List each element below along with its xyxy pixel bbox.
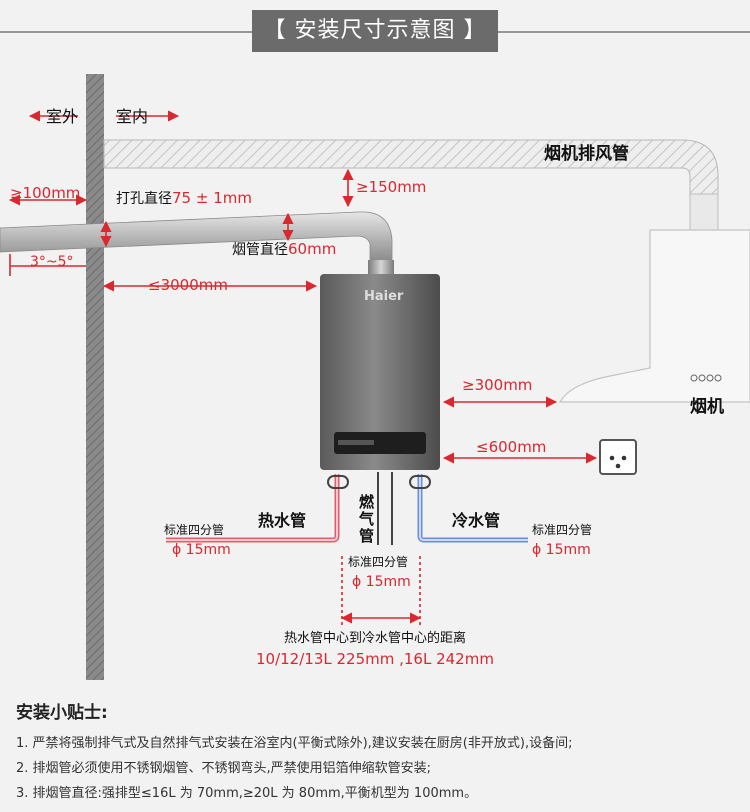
installation-tips: 安装小贴士: 1. 严禁将强制排气式及自然排气式安装在浴室内(平衡式除外),建议…: [16, 698, 741, 806]
tip-item: 1. 严禁将强制排气式及自然排气式安装在浴室内(平衡式除外),建议安装在厨房(非…: [16, 736, 573, 751]
distance-label: 热水管中心到冷水管中心的距离: [284, 630, 466, 646]
tip-item: 2. 排烟管必须使用不锈钢烟管、不锈钢弯头,严禁使用铝箔伸缩软管安装;: [16, 761, 432, 776]
pipe-diameter-label: 烟管直径60mm: [232, 240, 336, 258]
indoor-label: 室内: [116, 107, 148, 126]
ge300-label: ≥300mm: [462, 376, 532, 394]
gas-pipe-label: 燃气管: [357, 493, 375, 545]
dia-right: ϕ 15mm: [532, 542, 591, 558]
outdoor-label: 室外: [46, 107, 78, 126]
range-hood: [558, 229, 750, 403]
range-hood-buttons: [690, 374, 722, 382]
gas-pipe: [377, 472, 393, 545]
le3000-label: ≤3000mm: [148, 276, 228, 294]
dia-mid: ϕ 15mm: [352, 574, 411, 590]
cold-water-pipe: [417, 474, 528, 543]
range-hood-label: 烟机: [690, 396, 724, 417]
le600-label: ≤600mm: [476, 438, 546, 456]
heater-display: [334, 432, 426, 454]
std-pipe-left: 标准四分管: [164, 522, 224, 537]
angle-label: 3°~5°: [30, 254, 74, 270]
wall: [86, 74, 104, 680]
tips-title: 安装小贴士:: [16, 703, 108, 723]
range-hood-top: [689, 193, 719, 231]
diagram-title: 【 安装尺寸示意图 】: [252, 10, 498, 52]
std-pipe-mid: 标准四分管: [348, 554, 408, 569]
dia-left: ϕ 15mm: [172, 542, 231, 558]
power-socket: [599, 439, 637, 475]
ge150-label: ≥150mm: [356, 178, 426, 196]
tip-item: 3. 排烟管直径:强排型≤16L 为 70mm,≥20L 为 80mm,平衡机型…: [16, 786, 478, 801]
water-heater: [320, 274, 440, 470]
hole-diameter-label: 打孔直径75 ± 1mm: [116, 189, 252, 207]
cold-pipe-label: 冷水管: [452, 511, 500, 530]
brand-logo: Haier: [364, 289, 404, 304]
hood-duct-label: 烟机排风管: [544, 143, 629, 164]
std-pipe-right: 标准四分管: [532, 522, 592, 537]
flue-collar: [368, 260, 394, 276]
distance-value: 10/12/13L 225mm ,16L 242mm: [256, 650, 494, 668]
ge100-label: ≥100mm: [10, 184, 80, 202]
hot-pipe-label: 热水管: [258, 511, 306, 530]
